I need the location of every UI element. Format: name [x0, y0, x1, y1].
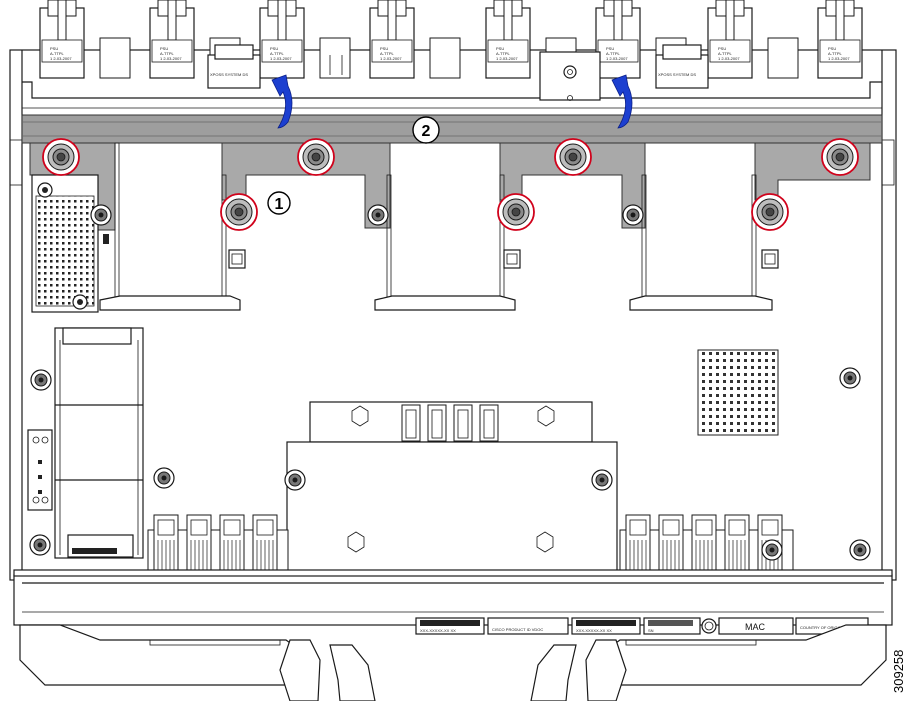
psu-label: PSU: [718, 46, 726, 51]
slot-latch: [219, 514, 245, 578]
captive-screw-highlighted: [220, 193, 258, 231]
psu-sub-label: A-TTPL: [718, 51, 733, 56]
standoff-screws: [29, 204, 871, 561]
label-part-number-b: XXX-XXXXX-XX XX: [576, 628, 612, 633]
psu-label: PSU: [496, 46, 504, 51]
connector-label-left: XPOSS SYSTEM DS: [210, 72, 248, 77]
psu-sub-label: A-TTPL: [380, 51, 395, 56]
right-grid-chip: [697, 349, 779, 436]
psu-detail-label: 1 2-03-2007: [50, 56, 72, 61]
psu-label: PSU: [606, 46, 614, 51]
psu-label: PSU: [160, 46, 168, 51]
callout-2-number: 2: [422, 123, 431, 140]
standoff-screw: [367, 204, 389, 226]
psu-label: PSU: [50, 46, 58, 51]
upper-plate: XPOSS SYSTEM DS XPOSS SYSTEM DS: [22, 44, 882, 109]
standoff-screw: [30, 369, 52, 391]
front-panel: XXX-XXXXX-XX XX CISCO PRODUCT ID VDOC XX…: [13, 569, 893, 701]
captive-screw-highlighted: [554, 138, 592, 176]
slot-latch: [658, 514, 684, 578]
psu-sub-label: A-TTPL: [606, 51, 621, 56]
captive-screw-highlighted: [297, 138, 335, 176]
captive-screw-highlighted: [497, 193, 535, 231]
callout-2: 2: [412, 116, 440, 144]
standoff-screw: [284, 469, 306, 491]
psu-sub-label: A-TTPL: [496, 51, 511, 56]
heatsink-slot: [427, 404, 447, 442]
fan-brackets: [29, 142, 871, 311]
connector-label-right: XPOSS SYSTEM DS: [658, 72, 696, 77]
psu-label: PSU: [270, 46, 278, 51]
slot-latch: [153, 514, 179, 578]
label-mac: MAC: [745, 622, 766, 632]
callout-1: 1: [267, 191, 291, 215]
riser-card: [27, 327, 144, 559]
retaining-bar: [21, 114, 883, 144]
label-part-number-a: XXX-XXXXX-XX XX: [420, 628, 456, 633]
standoff-screw: [849, 539, 871, 561]
heatsink-slot: [453, 404, 473, 442]
standoff-screw: [29, 534, 51, 556]
psu-detail-label: 1 2-03-2007: [828, 56, 850, 61]
captive-screw-highlighted: [821, 138, 859, 176]
standoff-screw: [761, 539, 783, 561]
slot-latch: [691, 514, 717, 578]
psu-detail-label: 1 2-03-2007: [160, 56, 182, 61]
psu-sub-label: A-TTPL: [160, 51, 175, 56]
lift-arrow-left: [271, 74, 293, 129]
standoff-screw: [839, 367, 861, 389]
psu-sub-label: A-TTPL: [270, 51, 285, 56]
psu-sub-label: A-TTPL: [50, 51, 65, 56]
psu-detail-label: 1 2-03-2007: [496, 56, 518, 61]
psu-label: PSU: [380, 46, 388, 51]
psu-detail-label: 1 2-03-2007: [270, 56, 292, 61]
psu-sub-label: A-TTPL: [828, 51, 843, 56]
heatsink-slot: [401, 404, 421, 442]
center-heatsink: [286, 401, 618, 575]
psu-detail-label: 1 2-03-2007: [718, 56, 740, 61]
captive-screw-highlighted: [42, 138, 80, 176]
callout-1-number: 1: [275, 196, 284, 213]
lift-arrow-right: [611, 74, 633, 129]
figure-id: 309258: [891, 650, 906, 693]
lift-arrows: [271, 74, 633, 129]
standoff-screw: [591, 469, 613, 491]
slot-latch: [186, 514, 212, 578]
psu-detail-label: 1 2-03-2007: [380, 56, 402, 61]
label-cisco-product: CISCO PRODUCT ID VDOC: [492, 627, 543, 632]
standoff-screw: [90, 204, 112, 226]
slot-latch: [625, 514, 651, 578]
standoff-screw: [622, 204, 644, 226]
psu-label: PSU: [828, 46, 836, 51]
label-country: COUNTRY OF ORIGIN: [800, 625, 842, 630]
standoff-screw: [153, 467, 175, 489]
label-serial: SN: [648, 628, 654, 633]
left-grid-chip: [31, 174, 109, 313]
psu-detail-label: 1 2-03-2007: [606, 56, 628, 61]
heatsink-slot: [479, 404, 499, 442]
slot-latch: [724, 514, 750, 578]
slot-latch: [252, 514, 278, 578]
highlighted-captive-screws: [42, 138, 859, 231]
captive-screw-highlighted: [751, 193, 789, 231]
